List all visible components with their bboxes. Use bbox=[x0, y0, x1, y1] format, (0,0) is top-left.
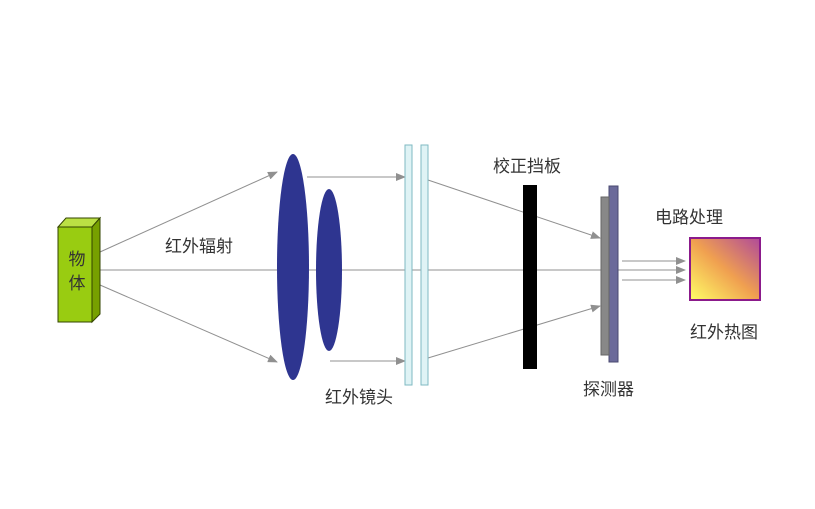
window-plate-2 bbox=[420, 144, 429, 386]
object-front-face bbox=[57, 226, 93, 323]
thermal-image bbox=[689, 237, 761, 301]
shutter-label: 校正挡板 bbox=[493, 157, 561, 177]
object-label-line2: 体 bbox=[68, 274, 86, 294]
ray-group bbox=[99, 171, 686, 365]
object-label-line1: 物 bbox=[68, 250, 86, 270]
thermal-image-label: 红外热图 bbox=[690, 323, 758, 343]
calibration-shutter bbox=[523, 185, 537, 369]
detector-front-plate bbox=[600, 196, 610, 356]
detector-back-plate bbox=[608, 185, 619, 363]
ray-upper-to-detector bbox=[427, 179, 601, 239]
ray-lower-to-lens bbox=[99, 284, 278, 363]
circuit-label: 电路处理 bbox=[655, 208, 723, 228]
ray-lower-to-detector bbox=[427, 304, 601, 359]
detector-label: 探测器 bbox=[583, 380, 634, 400]
lens-label: 红外镜头 bbox=[325, 388, 393, 408]
object-box bbox=[56, 216, 102, 324]
object-label: 物 体 bbox=[62, 248, 92, 296]
object-side-face bbox=[91, 216, 101, 324]
radiation-label: 红外辐射 bbox=[165, 237, 233, 257]
lens-small bbox=[316, 189, 342, 351]
window-plate-1 bbox=[404, 144, 413, 386]
lens-large bbox=[277, 154, 309, 380]
ray-upper-to-lens bbox=[99, 171, 278, 253]
